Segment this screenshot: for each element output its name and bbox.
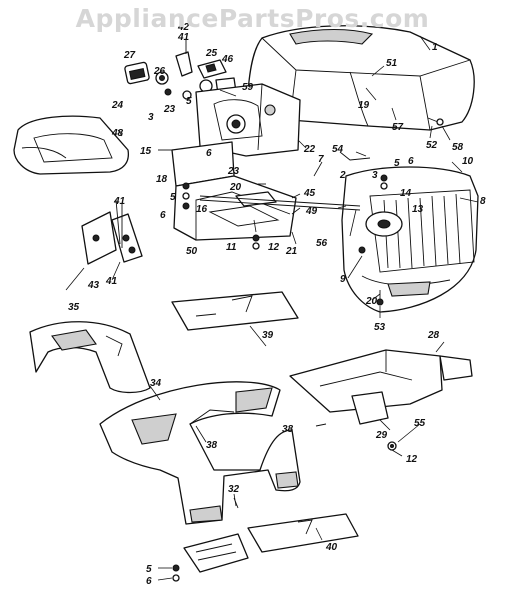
- callout-13: 13: [412, 204, 424, 215]
- callout-9: 9: [340, 274, 346, 285]
- dash-panel-part: [171, 83, 301, 241]
- callout-20b: 20: [365, 296, 378, 307]
- callout-55: 55: [414, 418, 426, 429]
- callout-5c: 5: [170, 192, 176, 203]
- callout-48: 48: [111, 128, 124, 139]
- callout-40: 40: [325, 542, 338, 553]
- fasteners: [158, 117, 444, 582]
- callout-22: 22: [303, 144, 316, 155]
- callout-2: 2: [339, 170, 346, 181]
- watermark: AppliancePartsPros.com: [75, 4, 430, 33]
- fender-34: [99, 381, 301, 525]
- callout-5b: 5: [186, 96, 192, 107]
- callout-38: 38: [206, 440, 218, 451]
- callout-52: 52: [426, 140, 438, 151]
- callout-16: 16: [196, 204, 208, 215]
- callout-27: 27: [123, 50, 136, 61]
- callout-50: 50: [186, 246, 198, 257]
- grille-part: [341, 166, 479, 313]
- hood-part: [247, 25, 475, 131]
- callout-20: 20: [229, 182, 242, 193]
- callout-19: 19: [358, 100, 370, 111]
- support-rod-part: [199, 151, 371, 211]
- callout-32: 32: [228, 484, 240, 495]
- step-plate: [183, 533, 249, 573]
- callout-57: 57: [392, 122, 404, 133]
- callout-5d: 5: [146, 564, 152, 575]
- fender-35: [29, 321, 151, 394]
- callout-15: 15: [140, 146, 152, 157]
- callout-10: 10: [462, 156, 474, 167]
- callout-46: 46: [221, 54, 234, 65]
- callout-12: 12: [268, 242, 280, 253]
- callout-29: 29: [375, 430, 388, 441]
- bracket-part: [81, 199, 143, 265]
- callout-23b: 23: [227, 166, 240, 177]
- callout-8: 8: [480, 196, 486, 207]
- callout-38b: 38: [282, 424, 294, 435]
- callout-5: 5: [394, 158, 400, 169]
- callout-58: 58: [452, 142, 464, 153]
- callout-49: 49: [305, 206, 318, 217]
- callout-24: 24: [111, 100, 124, 111]
- callout-53: 53: [374, 322, 386, 333]
- callout-12b: 12: [406, 454, 418, 465]
- callout-41b: 41: [113, 196, 126, 207]
- callout-18: 18: [156, 174, 168, 185]
- callout-21: 21: [285, 246, 298, 257]
- callout-59: 59: [242, 82, 254, 93]
- floor-plate-39: [171, 291, 299, 331]
- callout-14: 14: [400, 188, 412, 199]
- callout-28: 28: [427, 330, 440, 341]
- callout-3: 3: [148, 112, 154, 123]
- callout-51: 51: [386, 58, 398, 69]
- callout-34: 34: [150, 378, 162, 389]
- callout-11: 11: [226, 242, 237, 253]
- callout-6: 6: [408, 156, 414, 167]
- callout-1: 1: [432, 42, 438, 53]
- callout-39: 39: [262, 330, 274, 341]
- callout-labels: 1 2 3 3 5 5 5 5 6 6 6 6 7 8 9 10 11 12 1…: [68, 22, 486, 587]
- callout-41: 41: [177, 32, 190, 43]
- callout-23: 23: [163, 104, 176, 115]
- callout-45: 45: [303, 188, 316, 199]
- callout-3b: 3: [372, 170, 378, 181]
- leader-lines: [65, 35, 479, 581]
- callout-41c: 41: [105, 276, 118, 287]
- callout-35: 35: [68, 302, 80, 313]
- floor-plate-40: [247, 513, 359, 553]
- callout-43: 43: [87, 280, 100, 291]
- callout-54: 54: [332, 144, 344, 155]
- callout-6c: 6: [160, 210, 166, 221]
- callout-25: 25: [205, 48, 218, 59]
- callout-56: 56: [316, 238, 328, 249]
- callout-42: 42: [177, 22, 190, 33]
- callout-7: 7: [318, 154, 324, 165]
- chassis-plate: [289, 349, 473, 425]
- callout-6d: 6: [146, 576, 152, 587]
- callout-26: 26: [153, 66, 166, 77]
- callout-6b: 6: [206, 148, 212, 159]
- seat-part: [13, 115, 130, 175]
